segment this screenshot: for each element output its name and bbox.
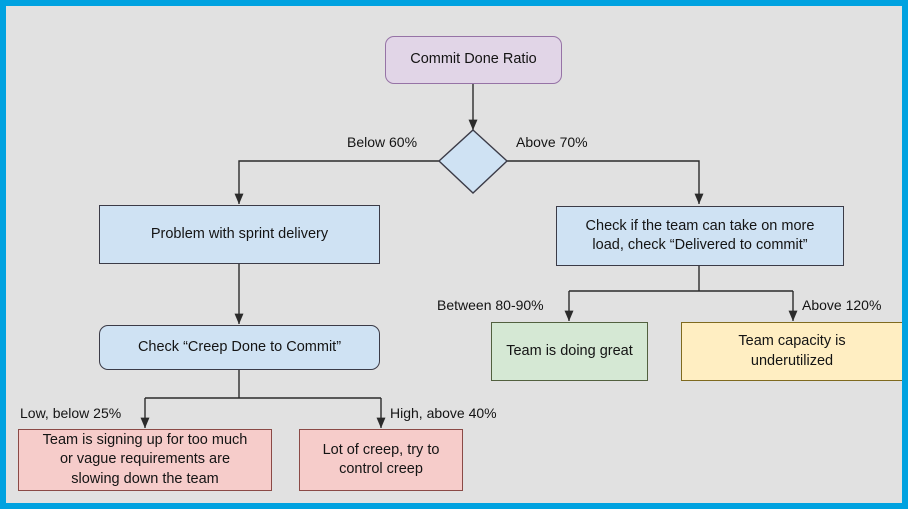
edge-label-low-below-25: Low, below 25% bbox=[20, 405, 122, 421]
node-check-creep-done-to-commit[interactable]: Check “Creep Done to Commit” bbox=[99, 325, 380, 370]
node-team-capacity-underutilized-label: Team capacity is underutilized bbox=[738, 333, 846, 369]
node-commit-done-ratio-label: Commit Done Ratio bbox=[410, 51, 537, 68]
node-team-capacity-underutilized[interactable]: Team capacity is underutilized bbox=[681, 322, 902, 381]
node-check-team-capacity[interactable]: Check if the team can take on more load,… bbox=[556, 206, 844, 266]
node-lot-of-creep-label: Lot of creep, try to control creep bbox=[322, 441, 440, 477]
node-team-signing-up-too-much[interactable]: Team is signing up for too much or vague… bbox=[18, 429, 272, 491]
edge-decision-to-left bbox=[234, 160, 439, 205]
edge-label-below-60: Below 60% bbox=[347, 134, 418, 150]
connector-layer bbox=[140, 84, 798, 429]
node-lot-of-creep[interactable]: Lot of creep, try to control creep bbox=[299, 429, 463, 491]
edge-label-high-above-40: High, above 40% bbox=[390, 405, 497, 421]
edge-decision-to-right bbox=[507, 160, 704, 205]
node-check-team-capacity-label: Check if the team can take on more load,… bbox=[585, 217, 815, 253]
node-check-creep-done-to-commit-label: Check “Creep Done to Commit” bbox=[137, 338, 342, 355]
edge-label-above-70: Above 70% bbox=[516, 134, 588, 150]
node-problem-with-sprint-delivery[interactable]: Problem with sprint delivery bbox=[99, 205, 380, 264]
node-team-is-doing-great-label: Team is doing great bbox=[506, 342, 633, 359]
node-commit-done-ratio[interactable]: Commit Done Ratio bbox=[385, 36, 562, 84]
node-team-signing-up-too-much-label: Team is signing up for too much or vague… bbox=[42, 432, 248, 487]
edge-label-above-120: Above 120% bbox=[802, 297, 882, 313]
decision-diamond bbox=[437, 129, 509, 194]
edge-label-between-80-90: Between 80-90% bbox=[437, 297, 544, 313]
node-team-is-doing-great[interactable]: Team is doing great bbox=[491, 322, 648, 381]
node-problem-with-sprint-delivery-label: Problem with sprint delivery bbox=[150, 225, 329, 242]
